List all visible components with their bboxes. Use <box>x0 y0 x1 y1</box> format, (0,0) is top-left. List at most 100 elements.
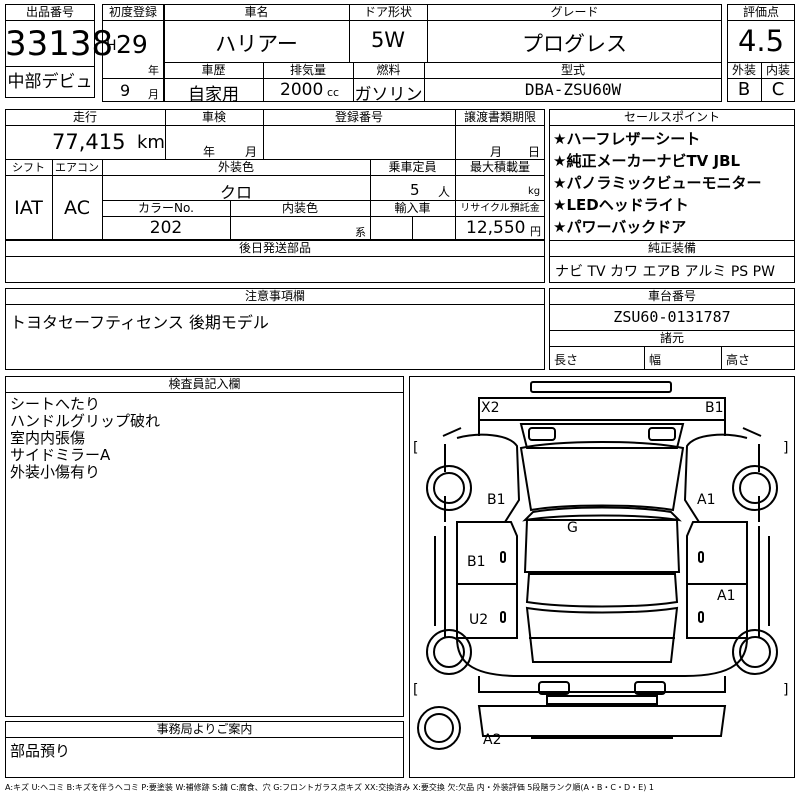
inspector-note: 外装小傷有り <box>10 463 101 481</box>
shift: IAT <box>14 197 43 219</box>
first-registration-box <box>102 4 164 102</box>
office-box <box>5 721 404 778</box>
office-header: 事務局よりご案内 <box>156 722 253 736</box>
inspector-note: サイドミラーA <box>10 446 111 464</box>
inspector-notes: シートへたり ハンドルグリップ破れ 室内内張傷 サイドミラーA 外装小傷有り <box>10 396 160 481</box>
inspector-note: ハンドルグリップ破れ <box>10 412 161 430</box>
year-unit: 年 <box>148 64 159 77</box>
registration-month: 9 <box>120 81 131 100</box>
first-registration-header: 初度登録 <box>108 5 157 19</box>
mark-b1-left: B1 <box>487 492 506 508</box>
door-type: 5W <box>370 28 406 52</box>
sales-point: ★パノラミックビューモニター <box>553 174 762 192</box>
inspection-header: 車検 <box>201 110 226 124</box>
sales-points-box <box>549 109 795 283</box>
bracket-left-top: [ <box>413 440 418 456</box>
sales-point: ★ハーフレザーシート <box>553 130 701 148</box>
lot-number-box <box>5 4 95 98</box>
mileage-header: 走行 <box>72 110 97 124</box>
recycle-unit: 円 <box>530 225 541 238</box>
notes-text: トヨタセーフティセンス 後期モデル <box>10 313 269 332</box>
notes-header: 注意事項欄 <box>244 289 305 303</box>
mileage-unit: km <box>137 132 165 153</box>
detail-box <box>5 109 545 240</box>
later-parts-box <box>5 240 545 283</box>
specs-header: 諸元 <box>659 331 684 345</box>
inspection-year-unit: 年 <box>203 145 216 159</box>
grade-header: グレード <box>550 5 599 19</box>
mileage: 77,415 <box>52 130 126 154</box>
exterior-color: クロ <box>219 183 252 202</box>
grade: プログレス <box>522 32 627 56</box>
chassis-number: ZSU60-0131787 <box>613 308 731 326</box>
vehicle-info-box <box>164 4 722 102</box>
car-diagram: X2 B1 B1 A1 G B1 A1 U2 A2 [ ] [ ] <box>413 381 788 750</box>
inspector-box <box>5 376 404 717</box>
bracket-left-bottom: [ <box>413 682 418 698</box>
capacity-header: 乗車定員 <box>388 160 437 174</box>
color-number: 202 <box>149 218 183 238</box>
inspector-header: 検査員記入欄 <box>168 377 241 391</box>
lot-number: 33138 <box>5 24 114 64</box>
later-parts-header: 後日発送部品 <box>238 241 311 255</box>
vehicle-history: 自家用 <box>188 85 239 105</box>
displacement-header: 排気量 <box>289 63 326 77</box>
chassis-number-header: 車台番号 <box>647 289 696 303</box>
model-code: DBA-ZSU60W <box>524 80 622 99</box>
mark-a1-right: A1 <box>697 492 715 508</box>
mark-g: G <box>567 520 578 536</box>
car-name: ハリアー <box>215 32 298 56</box>
mark-b1-side: B1 <box>467 554 486 570</box>
color-no-header: カラーNo. <box>138 201 194 215</box>
bracket-right-top: ] <box>783 440 788 456</box>
sales-point: ★純正メーカーナビTV JBL <box>553 152 741 170</box>
bracket-right-bottom: ] <box>783 682 788 698</box>
recycle-fee: 12,550 <box>466 218 526 238</box>
office-notes: 部品預り <box>10 742 71 760</box>
displacement-unit: cc <box>327 86 340 99</box>
damage-diagram-box <box>409 376 795 778</box>
fuel: ガソリン <box>354 85 423 105</box>
transfer-docs-header: 譲渡書類期限 <box>463 110 536 124</box>
transfer-day-unit: 日 <box>528 145 541 159</box>
mark-x2: X2 <box>481 400 500 416</box>
mark-a2: A2 <box>483 732 501 748</box>
month-unit: 月 <box>148 88 159 101</box>
auction-venue: 中部デビュ <box>7 72 93 92</box>
transfer-month-unit: 月 <box>490 145 503 159</box>
exterior-header: 外装 <box>731 63 756 77</box>
registration-year: 29 <box>116 30 148 59</box>
mark-u2: U2 <box>469 612 488 628</box>
spec-height-label: 高さ <box>726 353 751 367</box>
fuel-header: 燃料 <box>376 63 401 77</box>
aircon-header: エアコン <box>55 161 99 174</box>
spec-length-label: 長さ <box>554 353 579 367</box>
sales-point: ★パワーバックドア <box>553 218 687 236</box>
recycle-header: リサイクル預託金 <box>460 203 540 214</box>
capacity: 5 <box>410 181 420 199</box>
damage-legend: A:キズ U:ヘコミ B:キズを伴うヘコミ P:要塗装 W:補修跡 S:錆 C:… <box>5 783 654 792</box>
overall-score: 4.5 <box>737 24 785 58</box>
door-type-header: ドア形状 <box>363 5 412 19</box>
sales-points-list: ★ハーフレザーシート ★純正メーカーナビTV JBL ★パノラミックビューモニタ… <box>553 128 793 238</box>
capacity-unit: 人 <box>438 185 451 199</box>
interior-header: 内装 <box>765 63 790 77</box>
model-code-header: 型式 <box>560 63 585 77</box>
standard-equipment-header: 純正装備 <box>647 241 696 255</box>
sales-point: ★LEDヘッドライト <box>553 196 689 214</box>
registration-number-header: 登録番号 <box>334 110 383 124</box>
spec-width-label: 幅 <box>649 353 662 367</box>
exterior-grade: B <box>737 79 751 100</box>
max-load-unit: kg <box>528 186 541 197</box>
score-header: 評価点 <box>742 5 779 19</box>
car-name-header: 車名 <box>244 5 269 19</box>
shift-header: シフト <box>12 161 45 174</box>
inspection-month-unit: 月 <box>245 145 258 159</box>
interior-grade: C <box>771 79 785 100</box>
lot-number-header: 出品番号 <box>25 5 74 19</box>
mark-b1-top: B1 <box>705 400 724 416</box>
mark-a1-side: A1 <box>717 588 735 604</box>
standard-equipment: ナビ TV カワ エアB アルミ PS PW <box>555 264 775 280</box>
aircon: AC <box>64 197 90 219</box>
interior-color-header: 内装色 <box>281 201 318 215</box>
